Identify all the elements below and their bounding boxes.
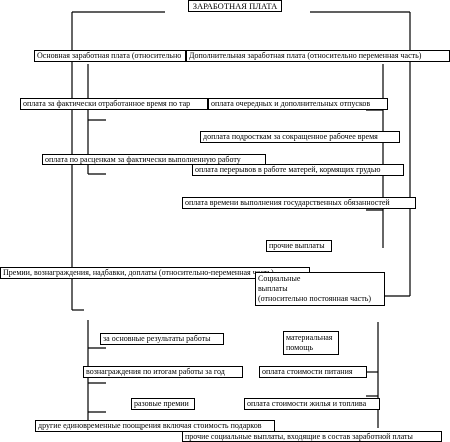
annual-results-box: вознаграждения по итогам работы за год (83, 366, 243, 378)
other-incentives-box: другие единовременные поощрения включая … (35, 420, 275, 432)
piece-rate-pay-box: оплата по расценкам за фактически выполн… (42, 154, 266, 165)
one-time-bonuses-box: разовые премии (131, 398, 195, 410)
additional-salary-box: Дополнительная заработная плата (относит… (186, 50, 450, 62)
social-payments-line-1: Социальные (258, 274, 301, 283)
other-payments-box: прочие выплаты (266, 240, 332, 252)
social-payments-line-2: выплаты (258, 284, 288, 293)
main-results-box: за основные результаты работы (100, 333, 224, 345)
housing-fuel-pay-box: оплата стоимости жилья и топлива (244, 398, 380, 410)
social-payments-line-3: (относительно постоянная часть) (258, 294, 372, 303)
basic-salary-box: Основная заработная плата (относительно (34, 50, 186, 62)
material-aid-line-1: материальная (286, 333, 333, 342)
page-title: ЗАРАБОТНАЯ ПЛАТА (188, 0, 282, 12)
nursing-breaks-box: оплата перерывов в работе матерей, кормя… (192, 164, 404, 176)
material-aid-box: материальная помощь (283, 331, 339, 355)
material-aid-line-2: помощь (286, 343, 313, 352)
meals-pay-box: оплата стоимости питания (259, 366, 367, 378)
other-social-payments-box: прочие социальные выплаты, входящие в со… (182, 431, 442, 442)
state-duties-box: оплата времени выполнения государственны… (182, 197, 416, 209)
actual-time-pay-box: оплата за фактически отработанное время … (20, 98, 208, 110)
vacation-pay-box: оплата очередных и дополнительных отпуск… (208, 98, 388, 110)
social-payments-box: Социальные выплаты (относительно постоян… (255, 272, 385, 306)
teen-reduced-hours-box: доплата подросткам за сокращенное рабоче… (200, 131, 400, 143)
